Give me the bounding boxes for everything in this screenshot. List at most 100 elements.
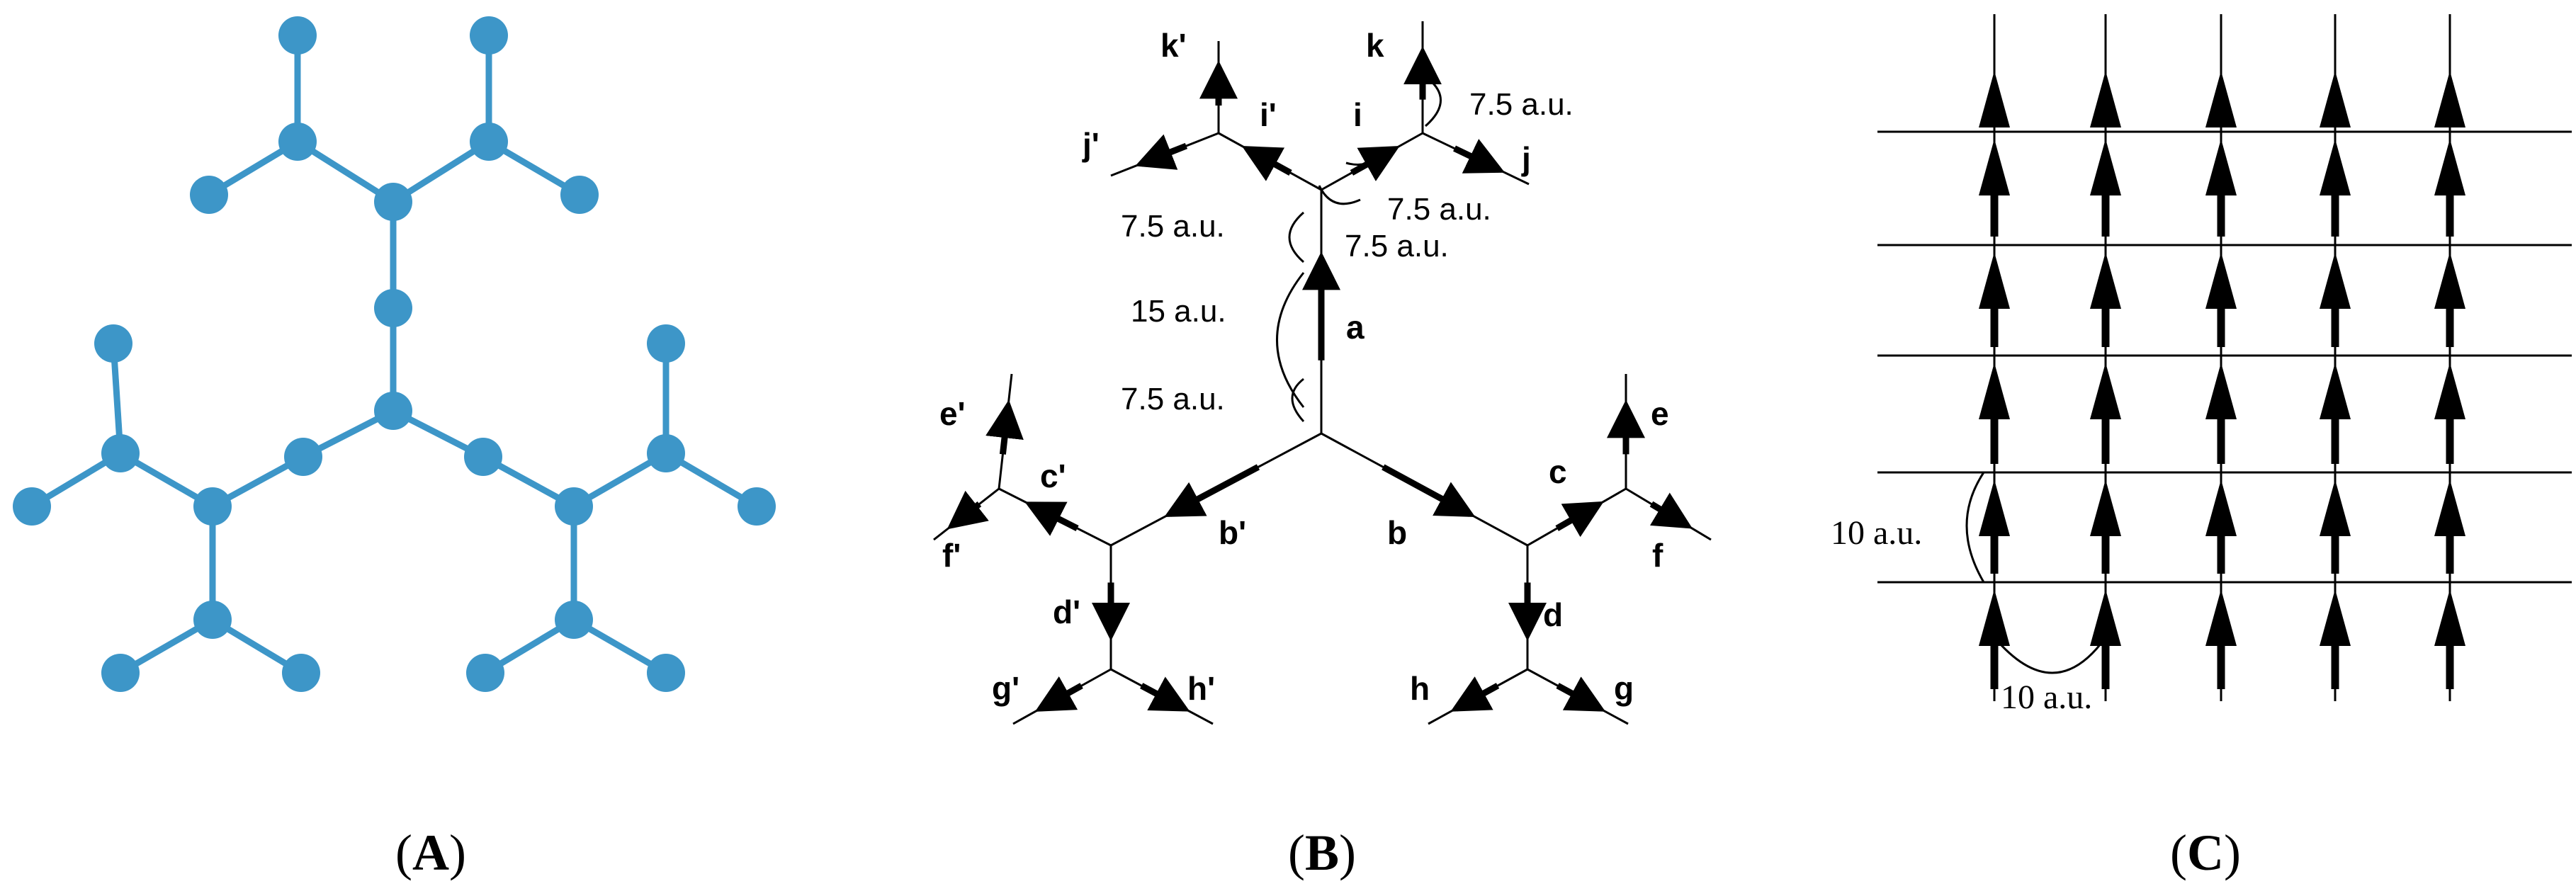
measurement-vertical: 10 a.u. bbox=[1831, 514, 1922, 552]
branch-j-prime-arrow bbox=[1135, 134, 1188, 170]
label-e-prime: e' bbox=[939, 395, 966, 432]
label-g-prime: g' bbox=[992, 670, 1019, 707]
lattice-arrow-head bbox=[2434, 252, 2465, 309]
lattice-arrow-head bbox=[2320, 252, 2351, 309]
caption-c: (C) bbox=[2170, 824, 2241, 881]
label-j: j bbox=[1521, 140, 1531, 177]
label-b: b bbox=[1387, 514, 1407, 551]
branch-b-arrow bbox=[1382, 464, 1476, 518]
molecule-atom bbox=[94, 324, 132, 363]
branch-f-arrow bbox=[1649, 492, 1693, 529]
caption-b: (B) bbox=[1288, 824, 1356, 881]
lattice-arrow-head bbox=[1979, 139, 2010, 195]
molecule-atom bbox=[278, 16, 317, 55]
lattice-arrow-head bbox=[1979, 589, 2010, 646]
branch-f-prime-arrow bbox=[947, 490, 989, 530]
lattice-arrow-head bbox=[2090, 363, 2121, 419]
caption-a: (A) bbox=[395, 824, 466, 881]
molecule-atom bbox=[560, 176, 599, 214]
label-c-prime: c' bbox=[1040, 458, 1066, 494]
lattice-arrow-head bbox=[2434, 139, 2465, 195]
lattice-arrow-head bbox=[2320, 139, 2351, 195]
label-i-prime: i' bbox=[1260, 96, 1277, 133]
lattice-arrow-head bbox=[2320, 363, 2351, 419]
molecule-atom bbox=[13, 487, 51, 526]
panel-c-lattice: 10 a.u. 10 a.u. bbox=[1831, 14, 2572, 716]
lattice-arrow-head bbox=[2090, 71, 2121, 127]
measurement-arcs-b bbox=[1276, 75, 1442, 423]
measurement-upper-left: 7.5 a.u. bbox=[1121, 209, 1225, 244]
molecule-atom bbox=[647, 324, 685, 363]
molecule-atom bbox=[101, 654, 140, 692]
label-b-prime: b' bbox=[1219, 514, 1246, 551]
branch-g-prime-arrow bbox=[1034, 676, 1083, 712]
molecule-atom bbox=[470, 16, 508, 55]
lattice-arrow-head bbox=[2090, 252, 2121, 309]
panel-b-branch-diagram: k' k i' i j' j a e' e c' c b' b f' f d' … bbox=[933, 21, 1712, 725]
molecule-atom bbox=[101, 434, 140, 472]
lattice-arrow-head bbox=[1979, 71, 2010, 127]
measurement-inner-right-2: 7.5 a.u. bbox=[1345, 229, 1449, 263]
molecule-atom bbox=[282, 654, 320, 692]
molecule-atom bbox=[374, 392, 412, 430]
branch-h-prime-arrow bbox=[1140, 676, 1190, 712]
lattice-arrow-head bbox=[1979, 363, 2010, 419]
label-d: d bbox=[1543, 596, 1563, 633]
panel-a-molecule bbox=[13, 16, 776, 692]
molecule-atom bbox=[466, 654, 504, 692]
branch-j-arrow bbox=[1453, 139, 1506, 174]
branch-c-prime-arrow bbox=[1024, 501, 1079, 536]
molecule-atom bbox=[555, 487, 593, 526]
molecule-atom bbox=[647, 654, 685, 692]
lattice-arrow-head bbox=[2434, 479, 2465, 536]
molecule-atom bbox=[738, 487, 776, 526]
lattice-arrow-head bbox=[2205, 71, 2237, 127]
label-g: g bbox=[1614, 670, 1634, 707]
label-a: a bbox=[1346, 309, 1365, 346]
label-e: e bbox=[1651, 395, 1669, 432]
molecule-atom bbox=[464, 438, 502, 476]
measurement-middle-left: 15 a.u. bbox=[1131, 294, 1226, 329]
branch-g-arrow bbox=[1556, 676, 1606, 712]
measurement-arcs-c bbox=[1965, 472, 2107, 674]
lattice-arrow-head bbox=[2205, 252, 2237, 309]
molecule-atom bbox=[278, 123, 317, 161]
label-i: i bbox=[1353, 96, 1362, 133]
molecule-atom bbox=[190, 176, 228, 214]
lattice-arrow-head bbox=[2205, 479, 2237, 536]
lattice-arrow-head bbox=[2434, 589, 2465, 646]
lattice-arrow-head bbox=[2434, 71, 2465, 127]
lattice-arrow-head bbox=[2320, 589, 2351, 646]
measurement-inner-right-1: 7.5 a.u. bbox=[1387, 192, 1491, 227]
molecule-atom bbox=[193, 487, 232, 526]
molecule-atom bbox=[374, 183, 412, 221]
lattice-arrow-head bbox=[2205, 589, 2237, 646]
molecule-atom bbox=[470, 123, 508, 161]
molecule-atom bbox=[555, 601, 593, 639]
branch-i-prime-arrow bbox=[1241, 146, 1292, 181]
label-d-prime: d' bbox=[1053, 594, 1080, 630]
branch-arrows bbox=[933, 21, 1712, 725]
label-h: h bbox=[1410, 670, 1430, 707]
lattice-grid bbox=[1877, 14, 2572, 701]
lattice-arrow-head bbox=[2205, 139, 2237, 195]
branch-c-arrow bbox=[1555, 501, 1604, 538]
label-k: k bbox=[1366, 27, 1384, 64]
label-f: f bbox=[1652, 537, 1663, 574]
label-k-prime: k' bbox=[1160, 27, 1187, 64]
label-f-prime: f' bbox=[942, 537, 961, 574]
lattice-arrow-head bbox=[2205, 363, 2237, 419]
label-c: c bbox=[1549, 453, 1567, 490]
lattice-arrow-head bbox=[1979, 252, 2010, 309]
measurement-horizontal: 10 a.u. bbox=[2001, 679, 2092, 716]
lattice-arrow-head bbox=[2320, 71, 2351, 127]
molecule-atom bbox=[374, 289, 412, 327]
lattice-arrow-head bbox=[2434, 363, 2465, 419]
label-h-prime: h' bbox=[1187, 670, 1215, 707]
lattice-arrow-head bbox=[2090, 139, 2121, 195]
branch-e-prime-arrow bbox=[985, 399, 1024, 455]
measurement-top-right: 7.5 a.u. bbox=[1469, 87, 1574, 122]
branch-b-prime-arrow bbox=[1164, 464, 1260, 517]
label-j-prime: j' bbox=[1082, 126, 1100, 163]
